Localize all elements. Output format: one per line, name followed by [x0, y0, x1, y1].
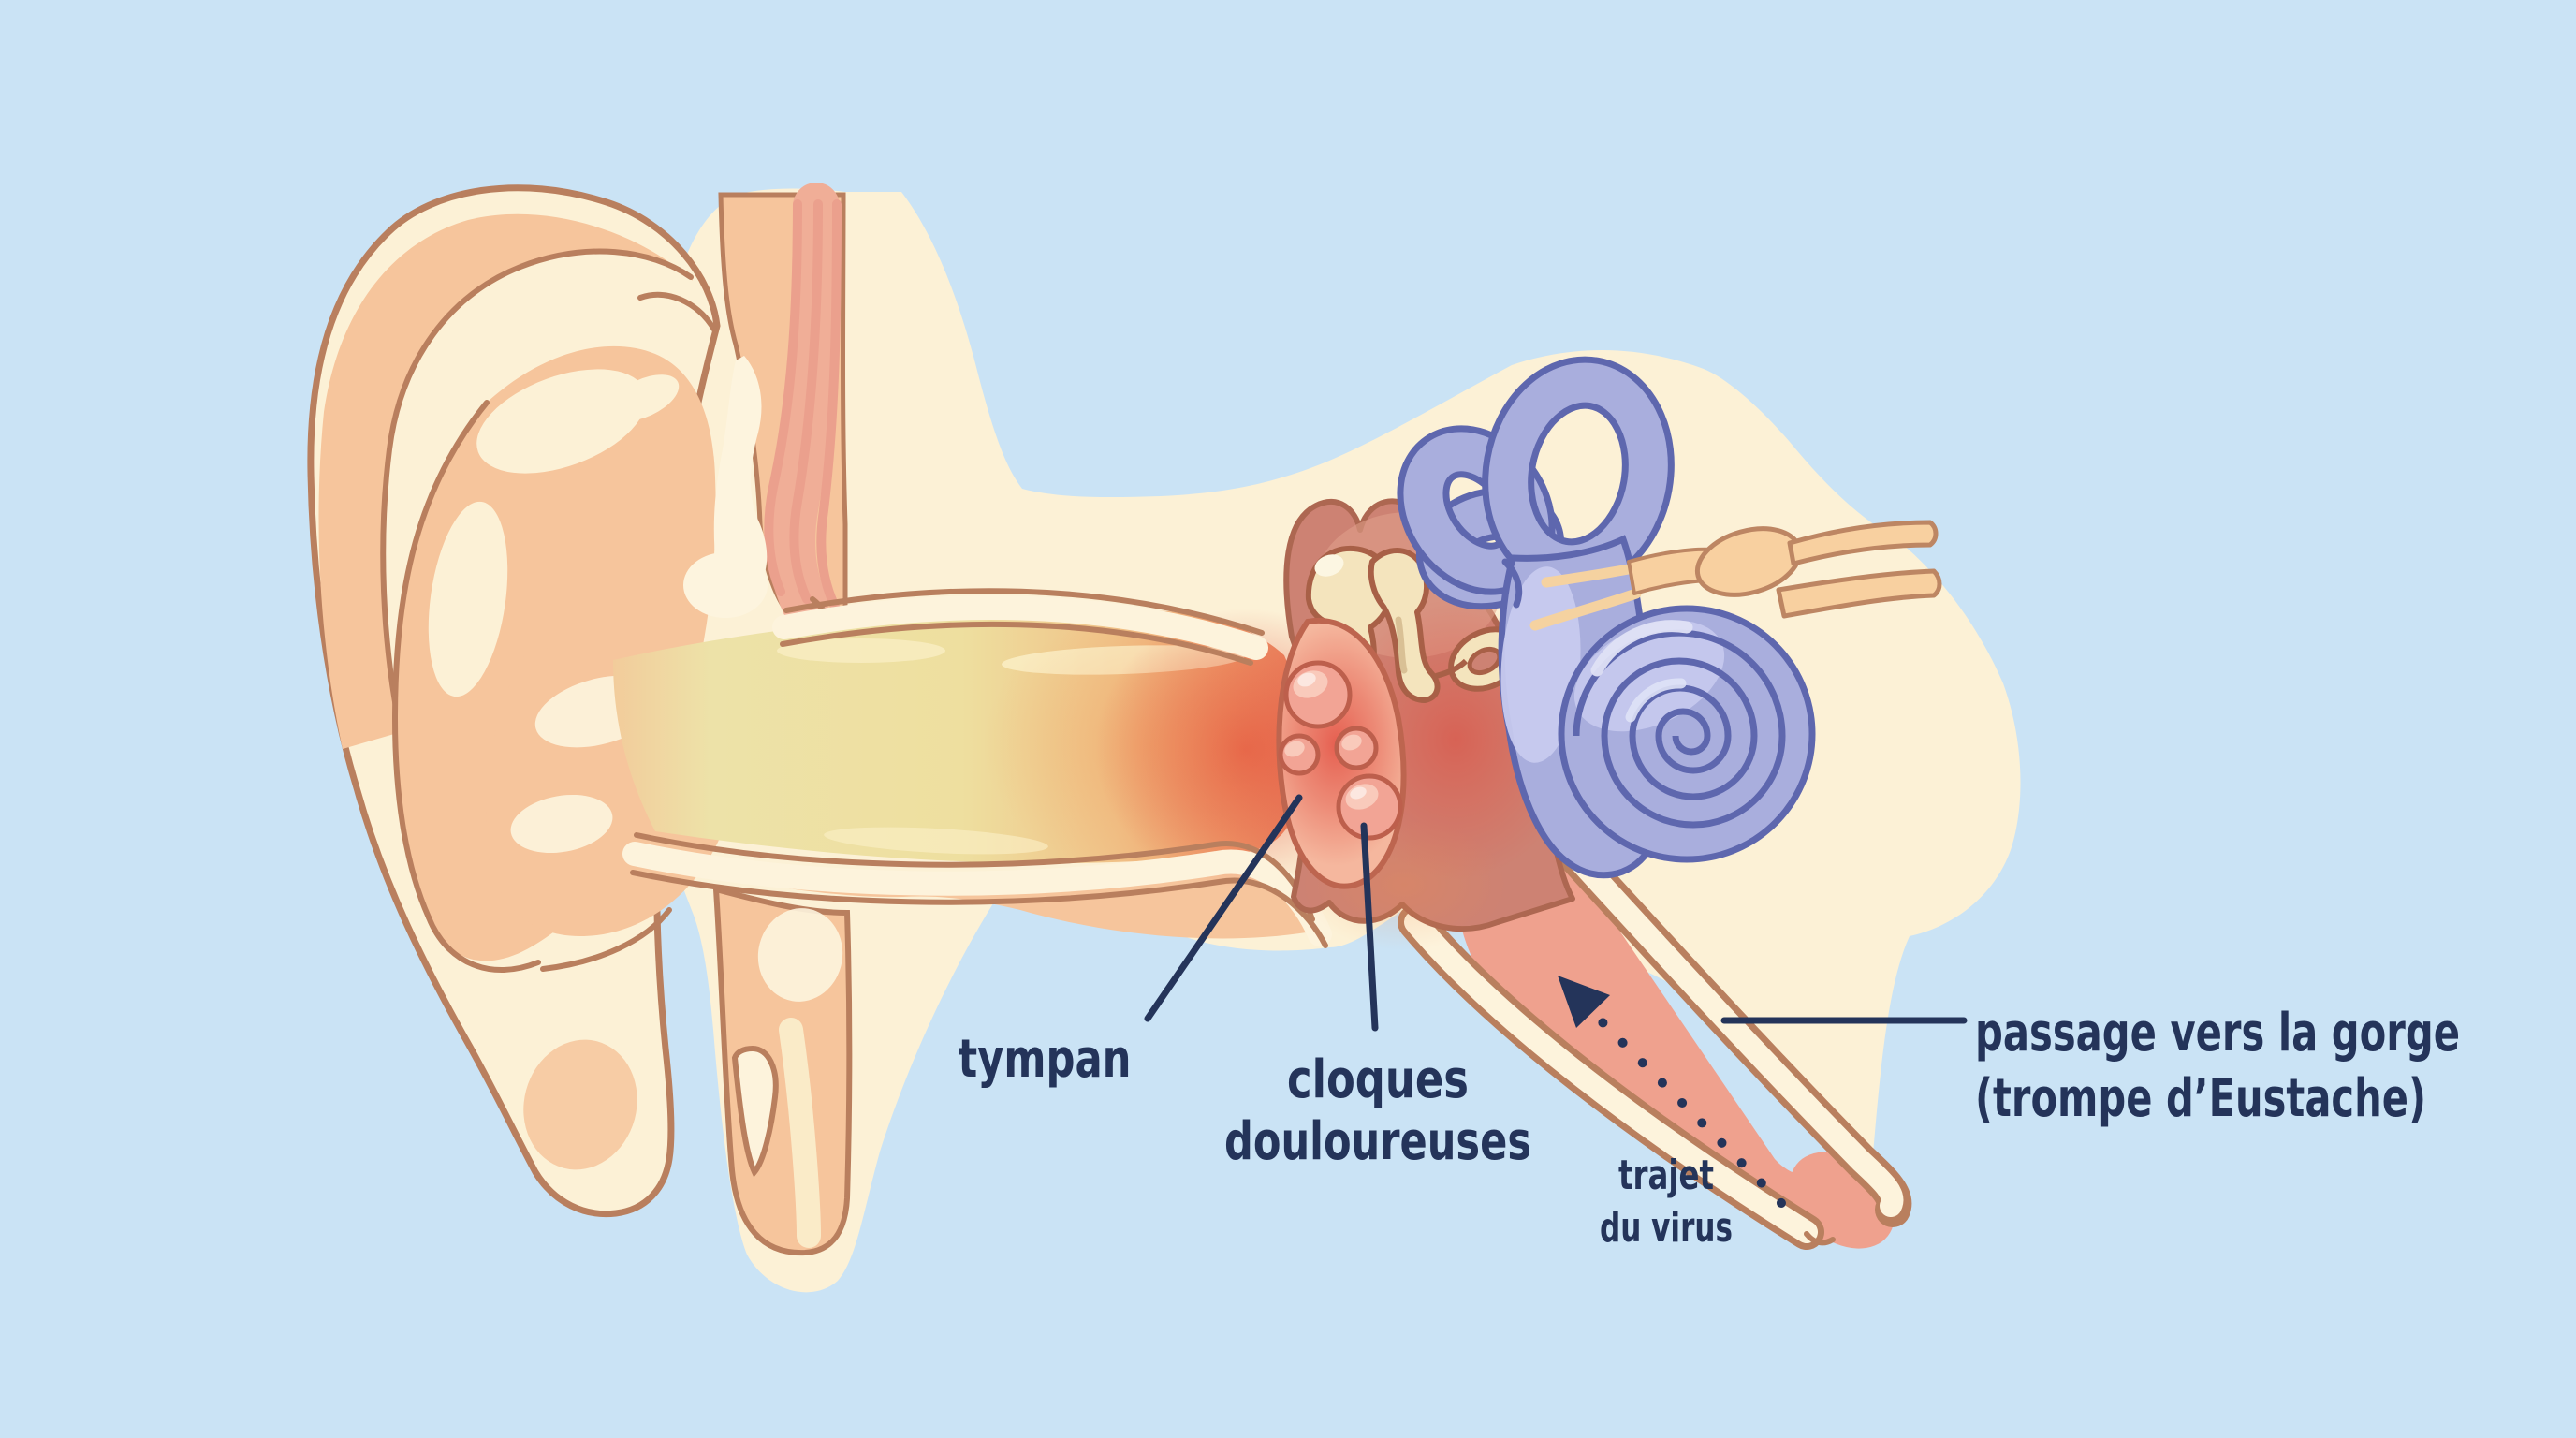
eustachian-tube	[1398, 823, 1912, 1250]
skin-below-canal	[629, 862, 1312, 1256]
label-passage-line2: (trompe d’Eustache)	[1975, 1068, 2426, 1129]
ear-canal	[613, 588, 1395, 948]
inner-ear	[1397, 356, 1942, 879]
arrowhead	[1558, 976, 1610, 1028]
label-cloques-line2: douloureuses	[1224, 1111, 1531, 1172]
skin-band	[718, 183, 848, 644]
earlobe-inner	[523, 1039, 637, 1170]
label-tympan: tympan	[959, 1029, 1132, 1090]
leader-cloques	[1360, 822, 1379, 1032]
label-trajet-line2: du virus	[1600, 1204, 1733, 1252]
auditory-nerve	[1627, 520, 1942, 619]
cochlea	[1558, 605, 1816, 863]
semicircular-canals	[1397, 356, 1675, 610]
labels: tympan cloques douloureuses trajet du vi…	[959, 1003, 2461, 1252]
eardrum	[1276, 617, 1407, 889]
label-cloques-line1: cloques	[1287, 1049, 1469, 1110]
leader-tympan	[1144, 794, 1303, 1022]
cochlea-spiral	[1573, 629, 1786, 829]
leader-lines	[1144, 794, 1968, 1032]
helix-fold	[318, 213, 693, 749]
pre-auricular-highlight	[713, 356, 768, 593]
intertragic-notch	[731, 1045, 779, 1178]
label-trajet-line1: trajet	[1618, 1152, 1714, 1199]
label-passage-line1: passage vers la gorge	[1975, 1003, 2460, 1064]
virus-path-arrow	[1558, 976, 1786, 1208]
